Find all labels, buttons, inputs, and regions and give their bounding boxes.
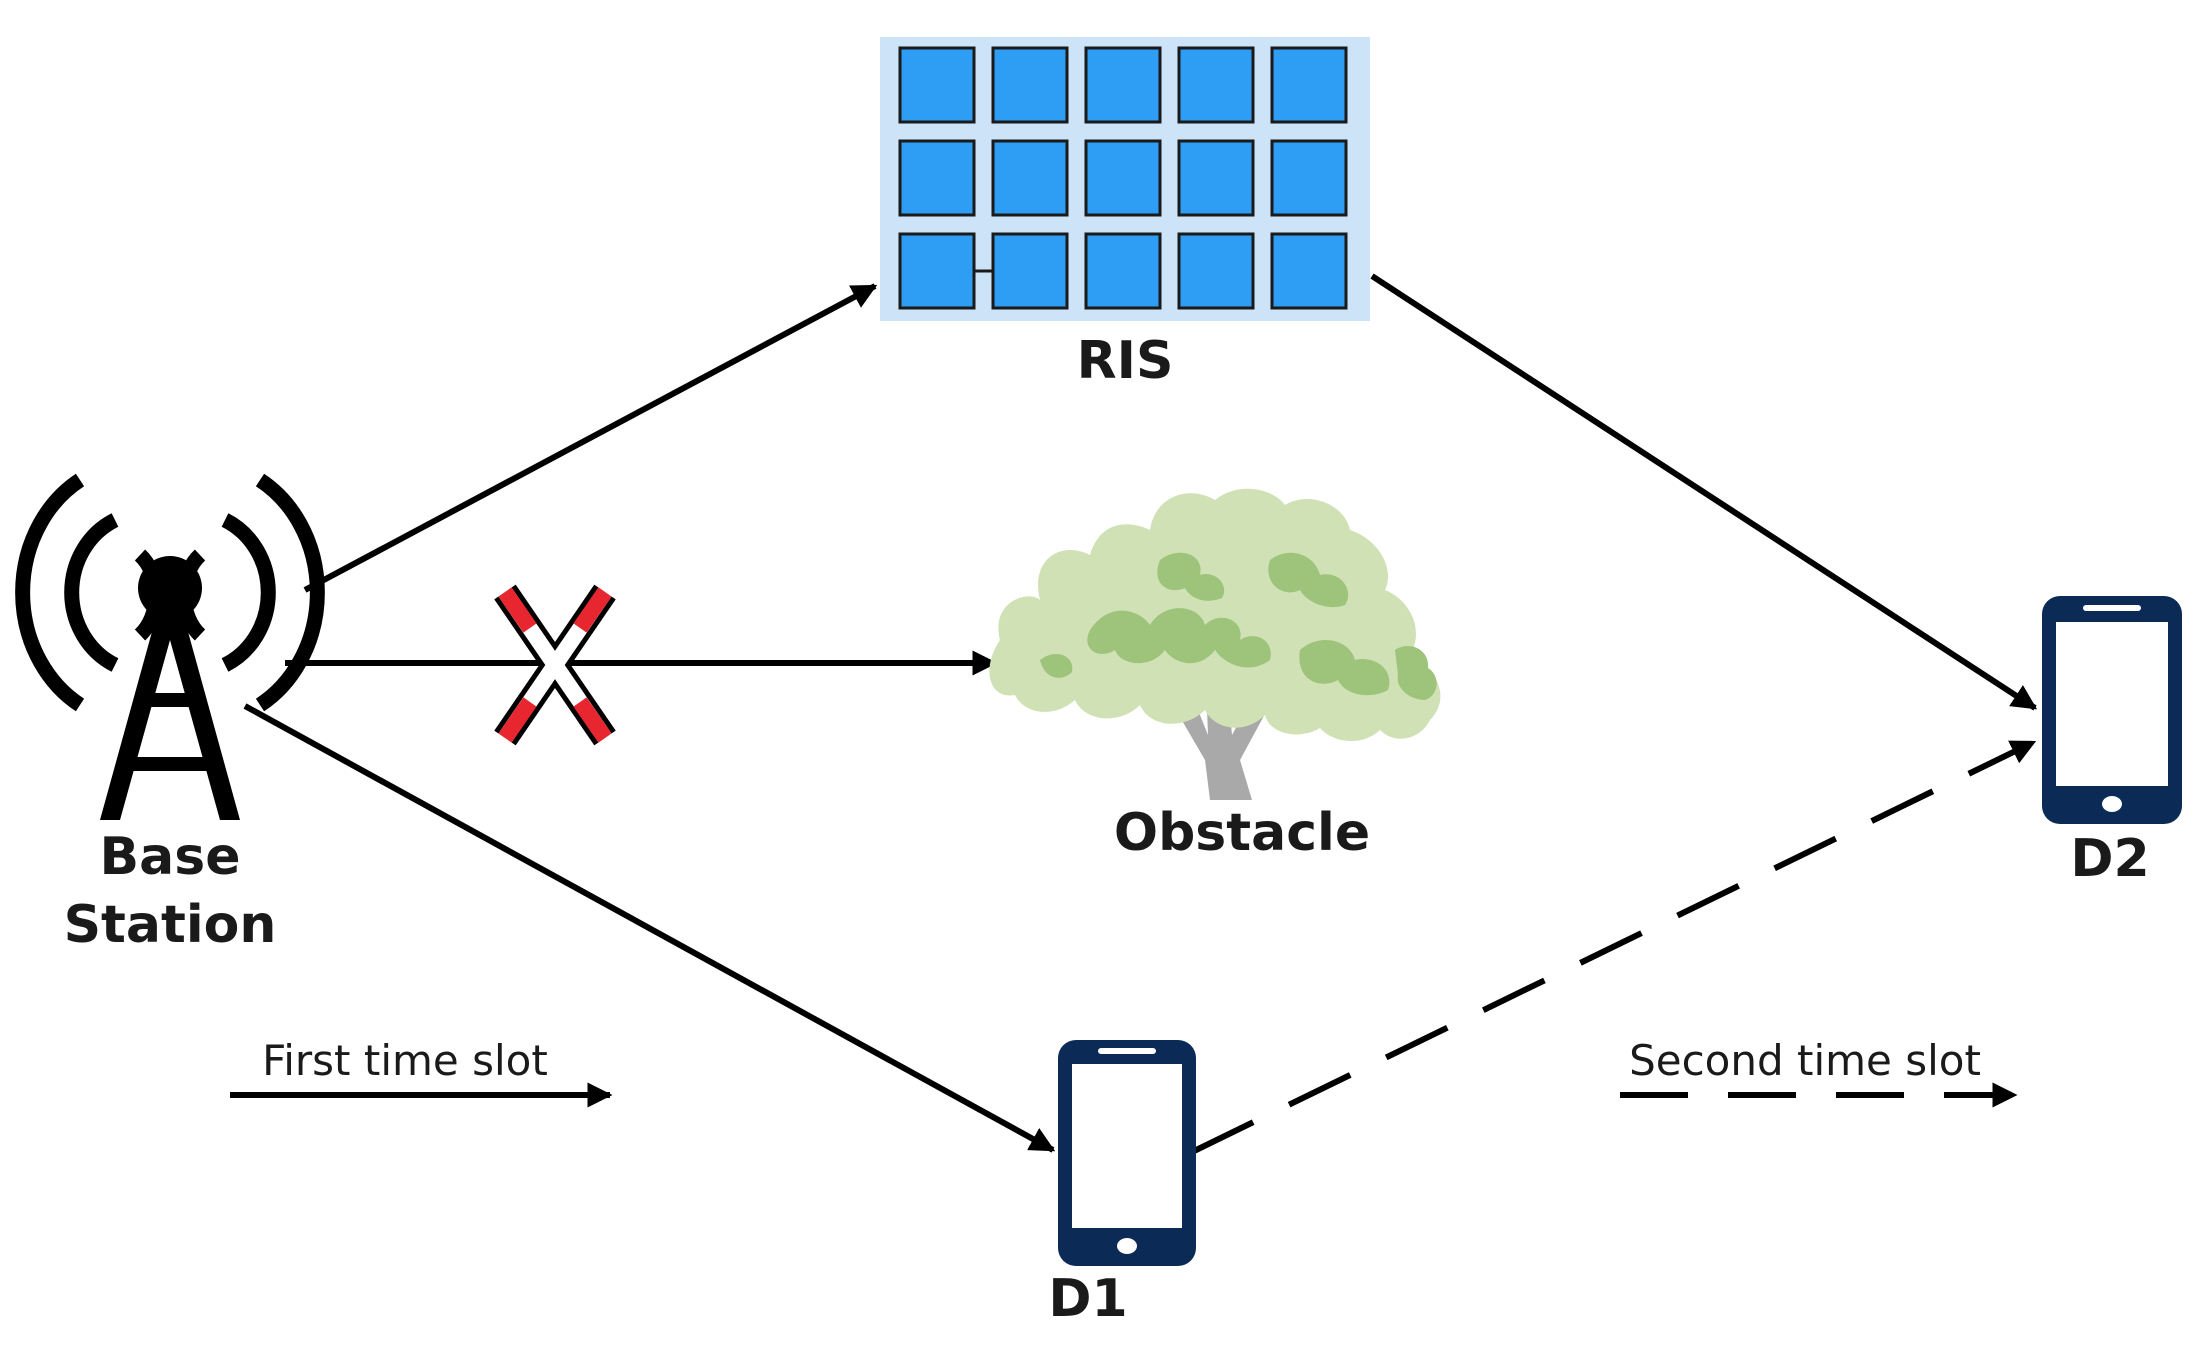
antenna-tower-icon <box>15 473 325 820</box>
blocked-x-icon <box>494 584 616 746</box>
ris-element <box>1084 139 1162 217</box>
d2-label: D2 <box>2070 829 2149 889</box>
legend-second-slot-label: Second time slot <box>1629 1036 1981 1085</box>
smartphone-icon <box>1058 1040 1196 1266</box>
ris-element <box>1177 232 1255 310</box>
ris-element <box>991 232 1069 310</box>
smartphone-icon <box>2042 596 2182 824</box>
d1-label: D1 <box>1048 1269 1127 1329</box>
ris-label: RIS <box>1077 331 1174 391</box>
link-d1-to-d2-dashed <box>1190 739 2037 1155</box>
ris-element <box>898 46 976 124</box>
ris-element <box>1270 139 1348 217</box>
ris-element <box>1270 46 1348 124</box>
link-bs-to-ris <box>303 283 878 593</box>
ris-element <box>1084 232 1162 310</box>
ris-element <box>1177 139 1255 217</box>
legend-second-slot: Second time slot <box>1620 1036 2018 1108</box>
base-station-label-line2: Station <box>64 895 277 955</box>
legend-first-slot: First time slot <box>230 1036 613 1108</box>
ris-element <box>898 232 976 310</box>
obstacle-label: Obstacle <box>1114 803 1370 863</box>
ris-element <box>991 46 1069 124</box>
ris-element-grid <box>898 46 1348 310</box>
link-bs-to-d1 <box>243 703 1056 1153</box>
ris-panel-icon <box>880 37 1370 321</box>
ris-element <box>991 139 1069 217</box>
tree-icon <box>989 488 1441 800</box>
ris-element <box>1177 46 1255 124</box>
ris-element <box>1084 46 1162 124</box>
link-ris-to-d2 <box>1370 273 2038 711</box>
legend-first-slot-label: First time slot <box>262 1036 548 1085</box>
base-station-label-line1: Base <box>100 827 241 887</box>
ris-element <box>1270 232 1348 310</box>
ris-element <box>898 139 976 217</box>
